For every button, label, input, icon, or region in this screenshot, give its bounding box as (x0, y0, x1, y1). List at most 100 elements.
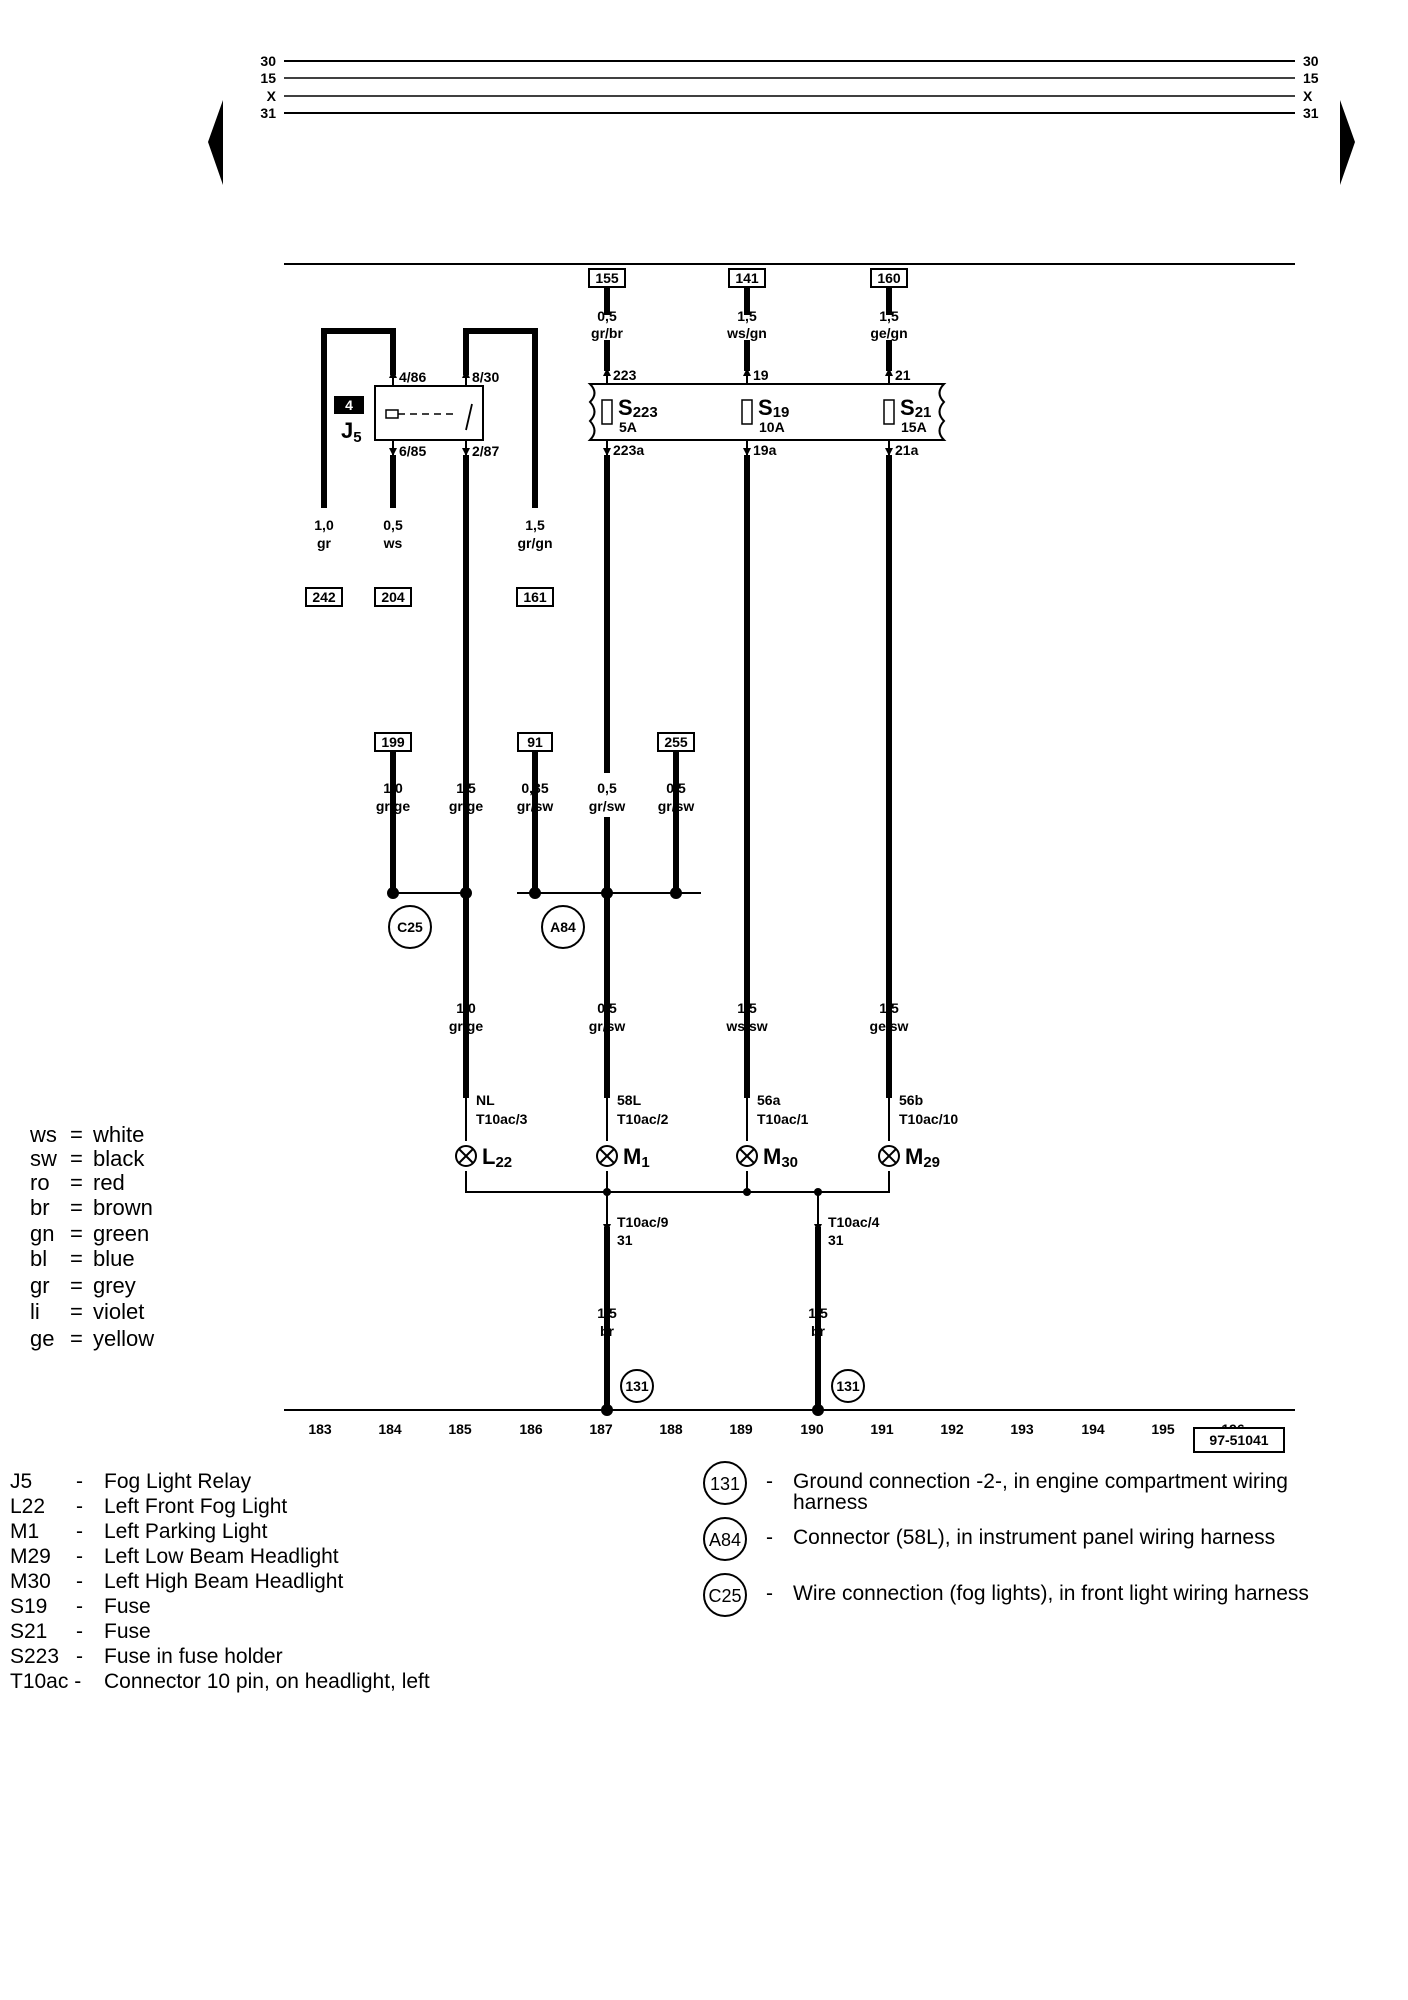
legend-badge-131 (703, 1461, 747, 1505)
ref-box-199[interactable]: 199 (374, 732, 412, 752)
svg-text:grey: grey (93, 1273, 136, 1298)
svg-text:A84: A84 (550, 919, 576, 935)
lamp-m1[interactable]: 58L T10ac/2 M1 (596, 1092, 669, 1171)
fuse-s19-in-pin: 19 (753, 367, 769, 383)
svg-text:-: - (766, 1582, 773, 1605)
column-number: 188 (659, 1421, 683, 1437)
ref-box-161[interactable]: 161 (516, 587, 554, 607)
wire-91-color: gr/sw (517, 798, 554, 814)
wire-155-color: gr/br (591, 325, 623, 341)
svg-text:white: white (92, 1122, 144, 1147)
ref-box-91[interactable]: 91 (517, 732, 553, 752)
svg-text:yellow: yellow (93, 1326, 154, 1351)
relay-pin-86: 4/86 (399, 369, 426, 385)
rail-30-label-left: 30 (260, 53, 276, 69)
svg-text:M1: M1 (10, 1520, 39, 1543)
svg-text:black: black (93, 1146, 145, 1171)
lamp-m30[interactable]: 56a T10ac/1 M30 (736, 1092, 809, 1171)
svg-text:=: = (70, 1326, 83, 1351)
wire-m1-gauge: 0,5 (597, 1000, 617, 1016)
svg-text:-: - (766, 1526, 773, 1549)
ref-box-155[interactable]: 155 (588, 268, 626, 288)
connector-c25[interactable]: C25 (388, 905, 432, 949)
svg-text:S223: S223 (10, 1645, 59, 1668)
wire-242-gauge: 1,0 (314, 517, 334, 533)
lamp-l22-label: L22 (482, 1144, 512, 1171)
wire-255-color: gr/sw (658, 798, 695, 814)
svg-text:-: - (766, 1470, 773, 1493)
column-number: 191 (870, 1421, 894, 1437)
ref-box-255[interactable]: 255 (657, 732, 695, 752)
column-number: 195 (1151, 1421, 1175, 1437)
svg-text:131: 131 (710, 1474, 740, 1494)
fuse-s21[interactable]: 21 21a S21 15A (883, 367, 931, 458)
lamp-l22[interactable]: NL T10ac/3 L22 (455, 1092, 528, 1171)
lamp-l22-pin-function: NL (476, 1092, 495, 1108)
svg-text:C25: C25 (397, 919, 423, 935)
relay-coil-icon (385, 409, 399, 419)
legend-badge-a84 (703, 1517, 747, 1561)
fuse-s19-rating: 10A (759, 419, 785, 435)
ref-box-204[interactable]: 204 (374, 587, 412, 607)
wire-m29-gauge: 1,5 (879, 1000, 899, 1016)
svg-text:Left Low Beam Headlight: Left Low Beam Headlight (104, 1545, 339, 1568)
next-page-arrow-icon[interactable] (1340, 100, 1355, 185)
lamp-m29-pin: T10ac/10 (899, 1111, 958, 1127)
lamp-m1-label: M1 (623, 1144, 650, 1171)
svg-text:ge: ge (30, 1326, 54, 1351)
svg-text:141: 141 (735, 270, 759, 286)
svg-text:br: br (30, 1195, 50, 1220)
svg-text:Fuse in fuse holder: Fuse in fuse holder (104, 1645, 283, 1668)
svg-text:brown: brown (93, 1195, 153, 1220)
relay-pin-87: 2/87 (472, 443, 499, 459)
svg-text:-: - (76, 1495, 83, 1518)
junction-dots (387, 887, 822, 1196)
previous-page-arrow-icon[interactable] (208, 100, 223, 185)
fuse-s21-out-pin: 21a (895, 442, 919, 458)
svg-text:Fuse: Fuse (104, 1595, 151, 1618)
svg-text:Left High Beam Headlight: Left High Beam Headlight (104, 1570, 343, 1593)
fuse-s19[interactable]: 19 19a S19 10A (741, 367, 789, 458)
fuse-holder (587, 383, 947, 441)
fuse-s223[interactable]: 223 223a S223 5A (601, 367, 658, 458)
wire-255-gauge: 0,5 (666, 780, 686, 796)
svg-text:li: li (30, 1299, 40, 1324)
svg-text:255: 255 (664, 734, 688, 750)
connector-a84[interactable]: A84 (541, 905, 585, 949)
ground-1[interactable]: T10ac/9 31 131 (603, 1214, 669, 1403)
wire-199-color: gr/ge (376, 798, 410, 814)
svg-text:155: 155 (595, 270, 619, 286)
wire-204-gauge: 0,5 (383, 517, 403, 533)
svg-text:ro: ro (30, 1170, 50, 1195)
rail-15-label-right: 15 (1303, 70, 1319, 86)
wire-199-gauge: 1,0 (383, 780, 403, 796)
svg-text:red: red (93, 1170, 125, 1195)
ref-box-141[interactable]: 141 (728, 268, 766, 288)
relay-switch-icon (465, 403, 473, 431)
wire-relay-out-color: gr/ge (449, 798, 483, 814)
column-number: 184 (378, 1421, 402, 1437)
svg-text:=: = (70, 1122, 83, 1147)
wire-s223-out-color: gr/sw (589, 798, 626, 814)
diagram-id: 97-51041 (1209, 1432, 1268, 1448)
ground-2-badge (831, 1369, 865, 1403)
ground-2[interactable]: T10ac/4 31 131 (814, 1214, 880, 1403)
svg-text:160: 160 (877, 270, 901, 286)
fuse-s21-in-pin: 21 (895, 367, 911, 383)
svg-text:Left Parking Light: Left Parking Light (104, 1520, 268, 1543)
ground-point-2 (812, 1404, 824, 1416)
wire-161-gauge: 1,5 (525, 517, 545, 533)
ref-box-242[interactable]: 242 (305, 587, 343, 607)
ref-box-160[interactable]: 160 (870, 268, 908, 288)
svg-text:Wire connection (fog lights),: Wire connection (fog lights), in front l… (793, 1582, 1309, 1605)
component-legend: J5-Fog Light Relay L22-Left Front Fog Li… (10, 1470, 430, 1693)
lamp-m29[interactable]: 56b T10ac/10 M29 (878, 1092, 958, 1171)
svg-text:204: 204 (381, 589, 405, 605)
svg-text:C25: C25 (708, 1586, 741, 1606)
relay-j5[interactable]: 4 J5 4/86 8/30 6/85 2/87 (334, 369, 499, 459)
fuse-s19-out-pin: 19a (753, 442, 777, 458)
svg-text:-: - (76, 1545, 83, 1568)
svg-text:S21: S21 (10, 1620, 47, 1643)
rail-x-label-right: X (1303, 88, 1313, 104)
